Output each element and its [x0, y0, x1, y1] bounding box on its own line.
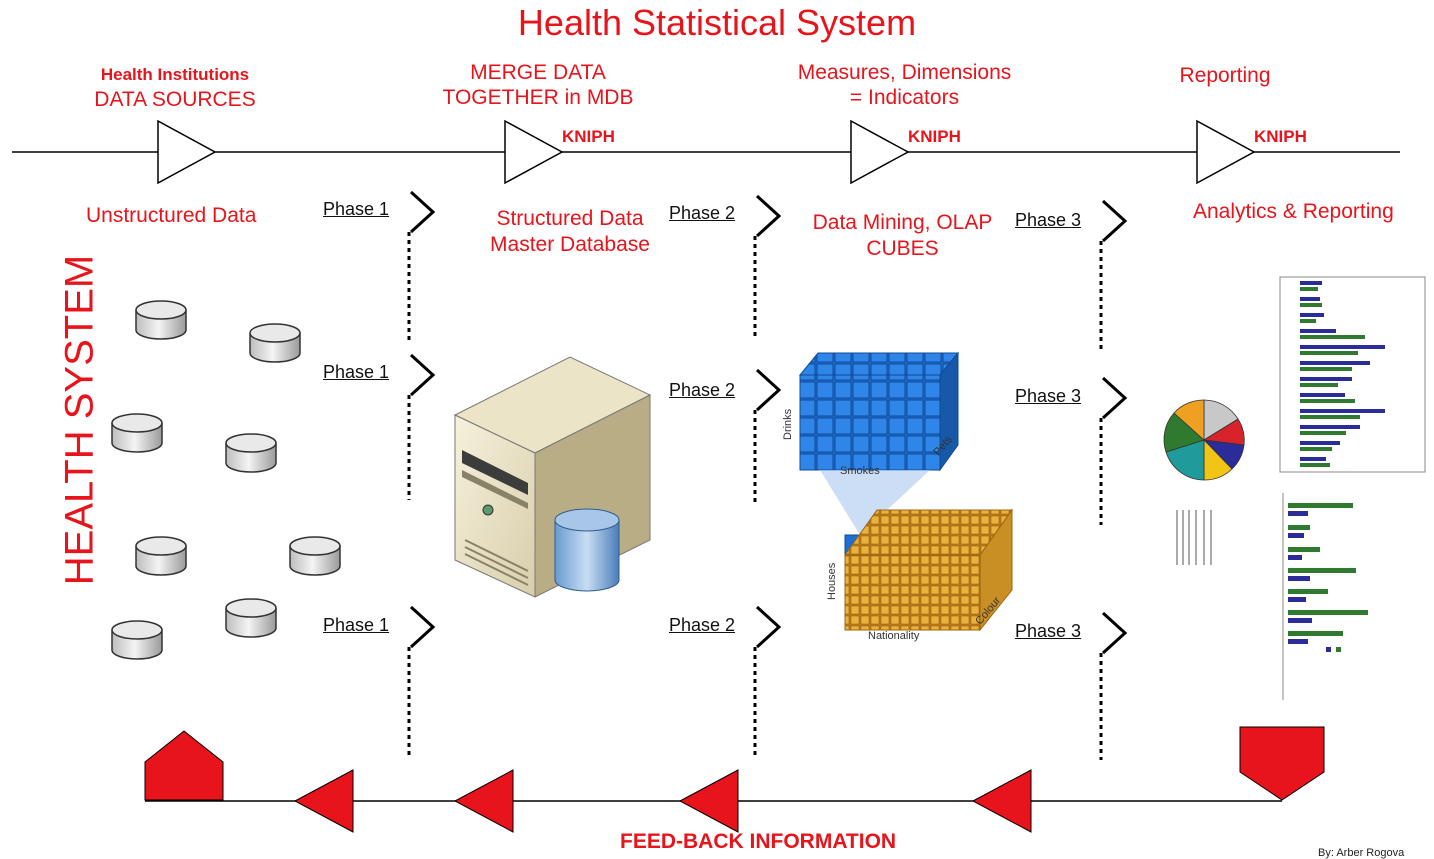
- phase-2-label: Phase 2: [669, 615, 736, 635]
- mining-line1: Data Mining, OLAP: [812, 211, 993, 234]
- structured-data-label: Structured Data Master Database: [470, 206, 670, 258]
- phase-2-label: Phase 2: [669, 203, 736, 223]
- phase-3-label: Phase 3: [1015, 621, 1082, 641]
- database-icon: [111, 300, 341, 660]
- cube-axis-nationality: Nationality: [868, 630, 920, 642]
- bar-chart-icon: [1282, 493, 1368, 700]
- cube-icon: [798, 351, 960, 472]
- chevron-icon: [409, 190, 1128, 655]
- olap-cube-group: [798, 351, 1013, 632]
- structured-line1: Structured Data: [496, 207, 644, 230]
- structured-line2: Master Database: [490, 233, 650, 256]
- stage-label: DATA SOURCES: [94, 88, 256, 111]
- unstructured-data-label: Unstructured Data: [86, 204, 257, 227]
- phase-1-label: Phase 1: [323, 199, 390, 219]
- phase-1-label: Phase 1: [323, 362, 390, 382]
- phase-1-label: Phase 1: [323, 615, 390, 635]
- stage-label-line1: MERGE DATA: [470, 61, 606, 84]
- phase-3-label: Phase 3: [1015, 210, 1082, 230]
- database-icon: [554, 508, 620, 592]
- kniph-badge: KNIPH: [908, 127, 961, 146]
- bar-chart-icon: [1279, 276, 1426, 473]
- legend-icon: [1174, 505, 1219, 575]
- phase-3-label: Phase 3: [1015, 386, 1082, 406]
- kniph-badge: KNIPH: [562, 127, 615, 146]
- kniph-badge: KNIPH: [1254, 127, 1307, 146]
- cube-icon: [844, 508, 1013, 632]
- stage-merge: MERGE DATA TOGETHER in MDB: [418, 60, 658, 110]
- pentagon-icon: [144, 730, 224, 801]
- pentagon-icon: [1239, 726, 1325, 801]
- stage-reporting: Reporting: [1160, 63, 1290, 88]
- diagram-title: Health Statistical System: [517, 2, 917, 43]
- feedback-label: FEED-BACK INFORMATION: [620, 830, 897, 853]
- analytics-label: Analytics & Reporting: [1193, 200, 1394, 223]
- cube-axis-houses: Houses: [826, 562, 838, 600]
- credit-text: By: Arber Rogova: [1318, 847, 1405, 859]
- cube-axis-smokes: Smokes: [840, 465, 880, 477]
- triangle-marker-icon: [157, 119, 1256, 185]
- report-charts: [1163, 276, 1426, 700]
- stage-heading: Health Institutions: [100, 65, 250, 84]
- stage-label: Reporting: [1179, 64, 1271, 87]
- phase-2-label: Phase 2: [669, 380, 736, 400]
- stage-label-line2: = Indicators: [849, 86, 960, 109]
- cube-axis-drinks: Drinks: [782, 408, 794, 440]
- pie-chart-icon: [1163, 399, 1245, 481]
- stage-data-sources: Health Institutions DATA SOURCES: [60, 62, 290, 112]
- triangle-arrow-icon: [293, 769, 1032, 833]
- stage-measures: Measures, Dimensions = Indicators: [772, 60, 1037, 110]
- mining-line2: CUBES: [866, 237, 939, 260]
- data-mining-label: Data Mining, OLAP CUBES: [795, 210, 1010, 262]
- stage-label-line2: TOGETHER in MDB: [442, 86, 634, 109]
- stage-label-line1: Measures, Dimensions: [797, 61, 1012, 84]
- server-icon: [453, 356, 652, 598]
